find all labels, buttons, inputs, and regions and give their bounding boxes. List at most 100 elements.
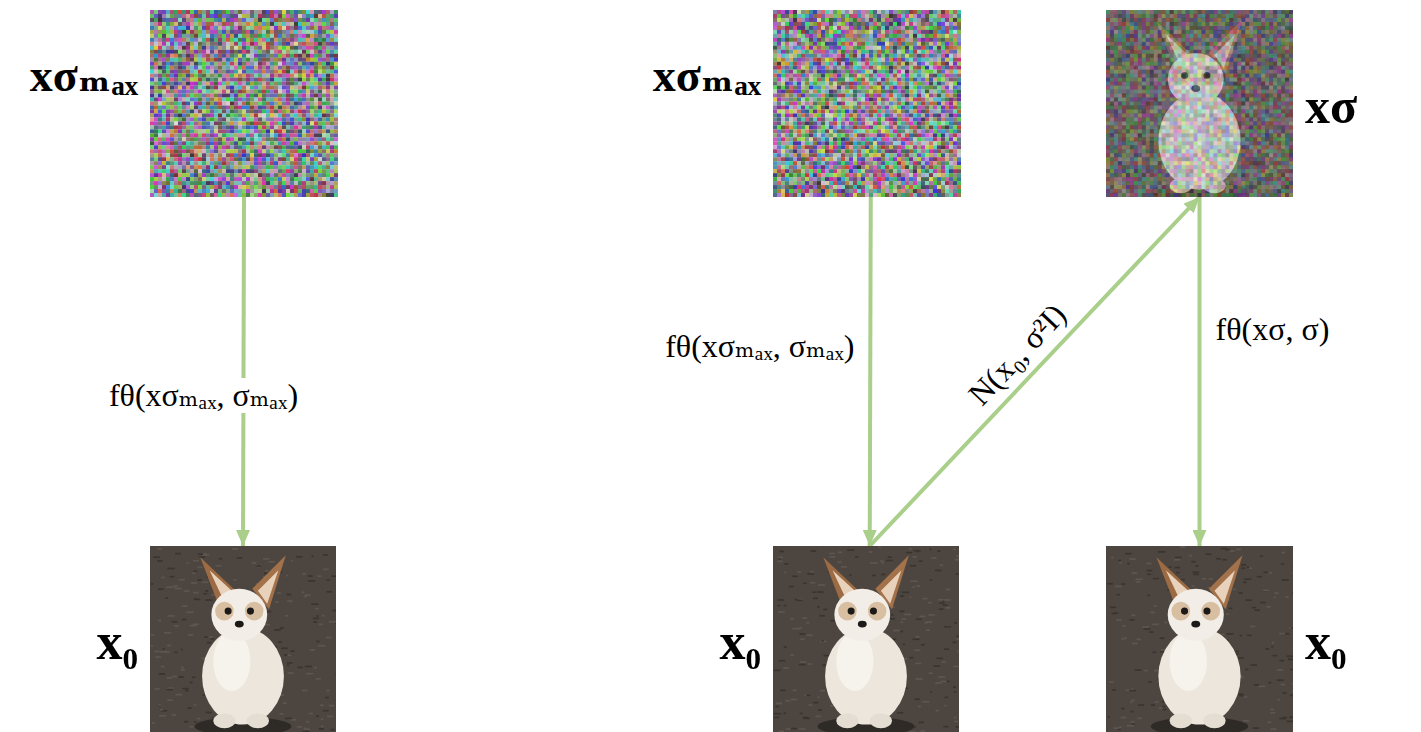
- noise-pixel: [298, 66, 302, 70]
- noise-pixel: [182, 129, 186, 133]
- noise-pixel: [150, 10, 154, 14]
- noise-pixel: [190, 18, 194, 22]
- noise-pixel: [258, 117, 262, 121]
- noise-pixel: [198, 185, 202, 189]
- noise-pixel: [294, 161, 298, 165]
- noise-pixel: [226, 113, 230, 117]
- noise-pixel: [202, 137, 206, 141]
- noise-pixel: [158, 10, 162, 14]
- noise-pixel: [186, 117, 190, 121]
- noise-pixel: [258, 165, 262, 169]
- noise-pixel: [286, 129, 290, 133]
- noise-pixel: [274, 121, 278, 125]
- noise-pixel: [174, 62, 178, 66]
- noise-pixel: [286, 169, 290, 173]
- noise-pixel: [150, 185, 154, 189]
- noise-pixel: [182, 117, 186, 121]
- noise-pixel: [170, 141, 174, 145]
- noise-pixel: [302, 161, 306, 165]
- noise-pixel: [278, 34, 282, 38]
- noise-pixel: [198, 153, 202, 157]
- noise-pixel: [262, 173, 266, 177]
- noise-pixel: [150, 157, 154, 161]
- noise-pixel: [282, 141, 286, 145]
- noise-pixel: [206, 133, 210, 137]
- noise-pixel: [270, 22, 274, 26]
- noise-pixel: [186, 165, 190, 169]
- noise-pixel: [290, 54, 294, 58]
- noise-pixel: [226, 90, 230, 94]
- noise-pixel: [178, 54, 182, 58]
- noise-pixel: [150, 117, 154, 121]
- noise-pixel: [238, 82, 242, 86]
- noise-pixel: [182, 34, 186, 38]
- noise-pixel: [274, 117, 278, 121]
- noise-pixel: [206, 113, 210, 117]
- noise-pixel: [222, 26, 226, 30]
- noise-pixel: [258, 26, 262, 30]
- noise-pixel: [278, 98, 282, 102]
- noise-pixel: [318, 46, 322, 50]
- noise-pixel: [162, 173, 166, 177]
- noise-pixel: [266, 129, 270, 133]
- noise-pixel: [258, 181, 262, 185]
- noise-pixel: [186, 137, 190, 141]
- noise-pixel: [182, 22, 186, 26]
- noise-pixel: [182, 26, 186, 30]
- noise-pixel: [218, 141, 222, 145]
- noise-pixel: [274, 46, 278, 50]
- noise-pixel: [302, 185, 306, 189]
- noise-pixel: [290, 153, 294, 157]
- noise-pixel: [182, 193, 186, 197]
- noise-pixel: [194, 185, 198, 189]
- noise-pixel: [238, 74, 242, 78]
- noise-pixel: [214, 145, 218, 149]
- noise-pixel: [290, 34, 294, 38]
- noise-pixel: [254, 54, 258, 58]
- noise-pixel: [274, 173, 278, 177]
- noise-pixel: [302, 133, 306, 137]
- noise-pixel: [262, 117, 266, 121]
- noise-pixel: [306, 30, 310, 34]
- noise-pixel: [186, 98, 190, 102]
- noise-pixel: [154, 189, 158, 193]
- noise-pixel: [166, 189, 170, 193]
- noise-pixel: [202, 82, 206, 86]
- noise-pixel: [266, 58, 270, 62]
- noise-pixel: [298, 185, 302, 189]
- noise-pixel: [202, 66, 206, 70]
- noise-pixel: [306, 34, 310, 38]
- noise-pixel: [270, 50, 274, 54]
- noise-pixel: [186, 34, 190, 38]
- noise-pixel: [170, 22, 174, 26]
- noise-pixel: [182, 74, 186, 78]
- noise-pixel: [278, 102, 282, 106]
- noise-pixel: [278, 70, 282, 74]
- noise-pixel: [214, 38, 218, 42]
- noise-pixel: [266, 42, 270, 46]
- noise-pixel: [158, 70, 162, 74]
- noise-pixel: [150, 34, 154, 38]
- noise-pixel: [310, 189, 314, 193]
- noise-pixel: [186, 62, 190, 66]
- noise-pixel: [178, 30, 182, 34]
- noise-pixel: [198, 141, 202, 145]
- noise-pixel: [250, 42, 254, 46]
- noise-pixel: [210, 98, 214, 102]
- noise-pixel: [266, 165, 270, 169]
- noise-pixel: [182, 161, 186, 165]
- noise-pixel: [282, 189, 286, 193]
- noise-pixel: [162, 42, 166, 46]
- noise-pixel: [194, 102, 198, 106]
- noise-pixel: [222, 133, 226, 137]
- noise-pixel: [234, 10, 238, 14]
- noise-pixel: [194, 86, 198, 90]
- noise-pixel: [174, 86, 178, 90]
- noise-pixel: [242, 30, 246, 34]
- noise-pixel: [314, 90, 318, 94]
- noise-pixel: [306, 82, 310, 86]
- noise-pixel: [234, 34, 238, 38]
- noise-pixel: [258, 86, 262, 90]
- noise-pixel: [214, 22, 218, 26]
- noise-pixel: [218, 50, 222, 54]
